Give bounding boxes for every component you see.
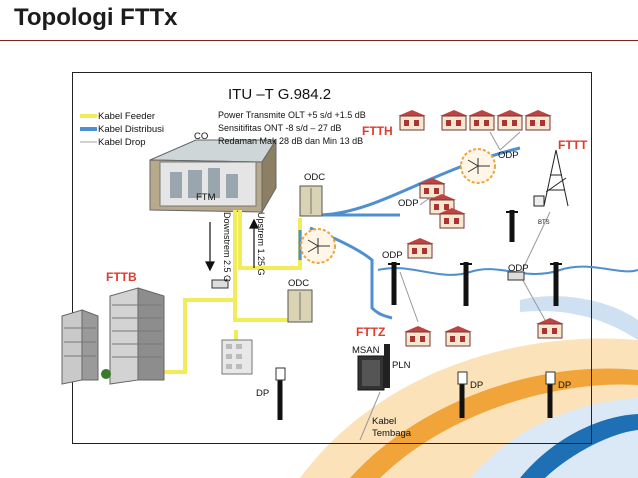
odc-mid-label: ODC (288, 278, 310, 289)
legend-drop-label: Kabel Drop (98, 137, 146, 148)
odp-mid-label: ODP (398, 198, 419, 209)
pole-crossbars (388, 211, 562, 265)
drop-cables (234, 131, 551, 441)
aerial-cable (377, 265, 638, 276)
apartment-building (221, 339, 253, 375)
fttt-label: FTTT (558, 138, 588, 152)
odp-left-label: ODP (382, 250, 403, 261)
spec-line-2: Sensitifitas ONT -8 s/d – 27 dB (218, 123, 342, 133)
odc-top-label: ODC (304, 172, 326, 183)
splitter-top (460, 148, 496, 184)
ftth-label: FTTH (362, 124, 393, 138)
spec-line-1: Power Transmite OLT +5 s/d +1.5 dB (218, 110, 366, 120)
odp-right-label: ODP (508, 263, 529, 274)
fttH-houses (398, 110, 552, 131)
ftm-label: FTM (196, 192, 216, 203)
copper-cable-label-2: Tembaga (372, 428, 412, 439)
odc-cabinet-top (299, 185, 323, 217)
fttb-office-buildings (61, 287, 165, 385)
pln-label: PLN (392, 360, 411, 371)
bts-tower (533, 149, 569, 207)
msan-cabinet (357, 344, 390, 391)
dp-boxes (211, 271, 556, 385)
middle-house-cluster (406, 178, 466, 259)
dp-mid-label: DP (470, 380, 484, 391)
spec-line-3: Redaman Mak 28 dB dan Min 13 dB (218, 136, 364, 146)
direction-arrows (205, 218, 259, 272)
fttz-houses (404, 318, 564, 347)
downstream-label: Downstrem 2.5 G (222, 212, 232, 283)
slide-title: Topologi FTTx (14, 4, 178, 31)
central-office-building (149, 138, 277, 214)
dp-left-label: DP (256, 388, 270, 399)
msan-label: MSAN (352, 345, 380, 356)
co-label: CO (194, 131, 209, 142)
legend-distribution-label: Kabel Distribusi (98, 124, 164, 135)
standard-label: ITU –T G.984.2 (228, 86, 332, 103)
fttb-label: FTTB (106, 270, 137, 284)
splitter-mid (300, 228, 336, 264)
copper-cable-label-1: Kabel (372, 416, 397, 427)
dp-right-label: DP (558, 380, 572, 391)
fttz-label: FTTZ (356, 325, 386, 339)
diagram-frame (72, 72, 592, 444)
odp-top-label: ODP (498, 150, 519, 161)
title-divider (0, 40, 638, 41)
odc-cabinet-mid (287, 289, 313, 323)
bts-label: BTS (538, 220, 550, 226)
upstream-label: Upstrem 1.25 G (256, 212, 266, 276)
legend-feeder-label: Kabel Feeder (98, 111, 156, 122)
